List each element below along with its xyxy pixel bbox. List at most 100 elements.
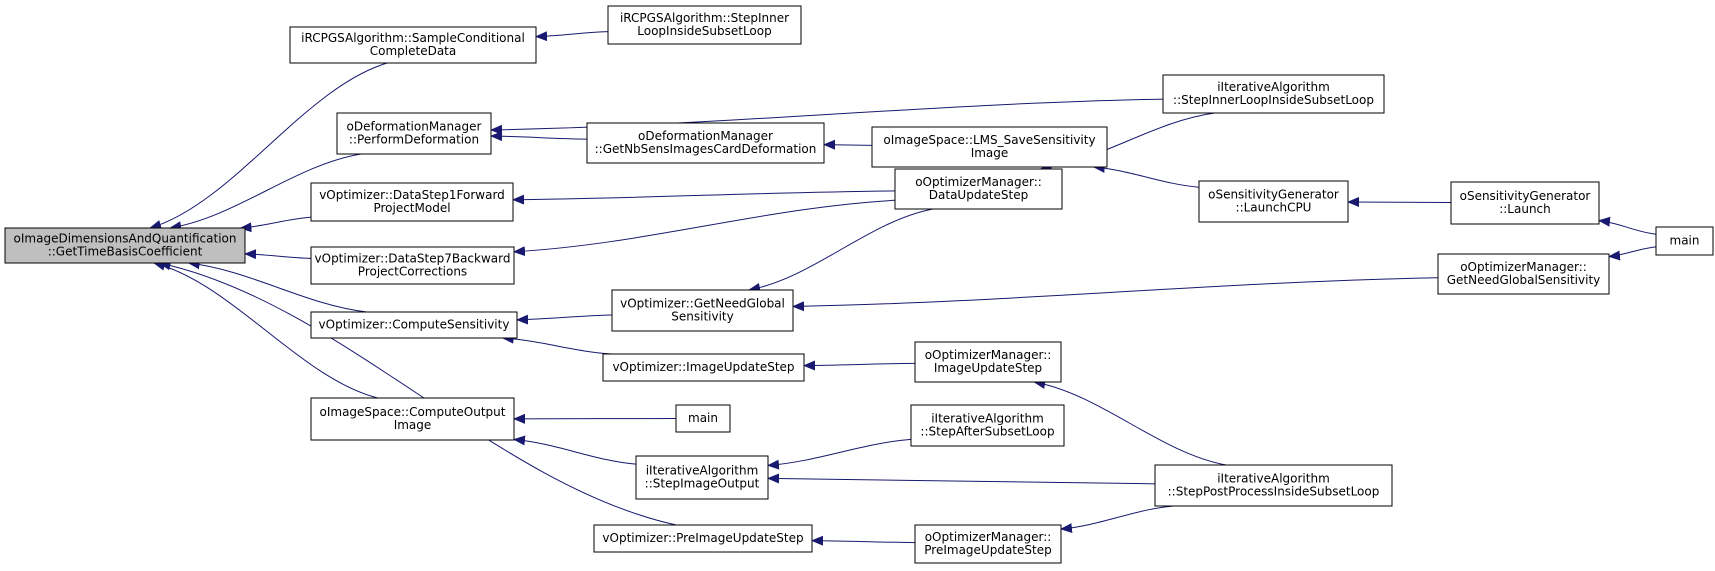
node-rcpgs_sample[interactable]: iRCPGSAlgorithm::SampleConditionalComple…	[289, 26, 537, 64]
node-box	[310, 397, 515, 441]
node-box	[611, 289, 794, 332]
edge-rcpgs_stepinner-to-rcpgs_sample	[535, 31, 609, 42]
node-label: ProjectCorrections	[358, 265, 467, 279]
node-vo_getneed[interactable]: vOptimizer::GetNeedGlobalSensitivity	[611, 289, 794, 332]
edge-ia_steppost-to-ia_stepimgout	[767, 473, 1156, 485]
edge-vo_ds1-to-root	[239, 216, 312, 233]
edge-vo_ds7-to-root	[244, 249, 312, 260]
node-box	[635, 455, 769, 500]
node-label: DataUpdateStep	[929, 188, 1028, 202]
node-label: oDeformationManager	[638, 129, 773, 143]
node-box	[602, 353, 805, 382]
node-label: ProjectModel	[373, 201, 450, 215]
node-label: GetNeedGlobalSensitivity	[1447, 273, 1601, 287]
edge-ois_lms-to-odm_getnb	[823, 139, 873, 150]
node-label: oImageDimensionsAndQuantification	[14, 232, 237, 246]
node-box	[1437, 253, 1610, 295]
node-box	[894, 168, 1063, 210]
edge-osg_launch-to-osg_launchcpu	[1347, 196, 1452, 207]
node-box	[1198, 180, 1349, 223]
node-odm_perform[interactable]: oDeformationManager::PerformDeformation	[336, 112, 492, 155]
node-label: ::PerformDeformation	[349, 133, 479, 147]
node-osg_launch[interactable]: oSensitivityGenerator::Launch	[1450, 181, 1600, 225]
node-label: oOptimizerManager::	[925, 348, 1052, 362]
node-ia_stepinner[interactable]: iIterativeAlgorithm::StepInnerLoopInside…	[1162, 74, 1385, 114]
node-box	[1450, 181, 1600, 225]
edge-ia_stepafter-to-ia_stepimgout	[767, 438, 912, 470]
node-box	[675, 404, 731, 433]
node-label: oImageSpace::ComputeOutput	[320, 405, 506, 419]
node-label: ImageUpdateStep	[934, 361, 1042, 375]
node-odm_getnb[interactable]: oDeformationManager::GetNbSensImagesCard…	[586, 122, 825, 164]
node-label: oDeformationManager	[347, 120, 482, 134]
edge-main1-to-osg_launch	[1598, 216, 1657, 235]
node-oom_dataupdate[interactable]: oOptimizerManager::DataUpdateStep	[894, 168, 1063, 210]
node-box	[871, 126, 1108, 168]
node-box	[1655, 226, 1714, 256]
node-box	[586, 122, 825, 164]
node-box	[336, 112, 492, 155]
node-label: oOptimizerManager::	[1460, 260, 1587, 274]
node-label: ::GetTimeBasisCoefficient	[48, 245, 203, 259]
node-label: main	[1670, 234, 1700, 248]
node-oom_getneed[interactable]: oOptimizerManager::GetNeedGlobalSensitiv…	[1437, 253, 1610, 295]
node-box	[1154, 464, 1393, 507]
node-box	[607, 5, 802, 45]
node-label: vOptimizer::DataStep7Backward	[315, 252, 511, 266]
node-label: LoopInsideSubsetLoop	[637, 24, 771, 38]
node-label: ::StepAfterSubsetLoop	[920, 425, 1054, 439]
node-label: ::GetNbSensImagesCardDeformation	[595, 142, 817, 156]
node-root[interactable]: oImageDimensionsAndQuantification::GetTi…	[4, 227, 246, 264]
node-label: oSensitivityGenerator	[1460, 189, 1591, 203]
edge-rcpgs_sample-to-root	[149, 62, 388, 230]
node-box	[310, 182, 514, 222]
edge-oom_preimg-to-vo_preimg	[811, 535, 916, 546]
node-label: vOptimizer::ComputeSensitivity	[319, 318, 510, 332]
node-box	[289, 26, 537, 64]
node-vo_imgupdate[interactable]: vOptimizer::ImageUpdateStep	[602, 353, 805, 382]
node-ia_stepafter[interactable]: iIterativeAlgorithm::StepAfterSubsetLoop	[910, 404, 1065, 447]
edge-ia_steppost-to-oom_preimg	[1060, 505, 1174, 534]
edge-vo_preimg-to-root	[158, 260, 677, 526]
node-label: vOptimizer::DataStep1Forward	[319, 188, 505, 202]
node-vo_compsens[interactable]: vOptimizer::ComputeSensitivity	[310, 311, 518, 339]
edge-oom_dataupdate-to-vo_getneed	[748, 208, 934, 293]
node-label: oSensitivityGenerator	[1208, 188, 1339, 202]
node-rcpgs_stepinner[interactable]: iRCPGSAlgorithm::StepInnerLoopInsideSubs…	[607, 5, 802, 45]
node-label: ::Launch	[1499, 202, 1551, 216]
node-label: iIterativeAlgorithm	[1217, 80, 1330, 94]
node-ia_stepimgout[interactable]: iIterativeAlgorithm::StepImageOutput	[635, 455, 769, 500]
edge-main1-to-oom_getneed	[1608, 246, 1657, 261]
node-label: iIterativeAlgorithm	[1217, 472, 1330, 486]
node-label: ::StepImageOutput	[645, 477, 760, 491]
node-label: oOptimizerManager::	[925, 530, 1052, 544]
node-label: oOptimizerManager::	[915, 175, 1042, 189]
node-vo_preimg[interactable]: vOptimizer::PreImageUpdateStep	[593, 524, 813, 553]
node-label: iIterativeAlgorithm	[931, 412, 1044, 426]
node-oom_imgupdate[interactable]: oOptimizerManager::ImageUpdateStep	[914, 341, 1062, 383]
edge-oom_dataupdate-to-vo_ds7	[513, 199, 896, 257]
node-label: Sensitivity	[671, 310, 733, 324]
node-vo_ds7[interactable]: vOptimizer::DataStep7BackwardProjectCorr…	[310, 246, 515, 285]
edge-oom_getneed-to-vo_getneed	[792, 277, 1439, 312]
node-oom_preimg[interactable]: oOptimizerManager::PreImageUpdateStep	[914, 524, 1062, 564]
node-ia_steppost[interactable]: iIterativeAlgorithm::StepPostProcessInsi…	[1154, 464, 1393, 507]
node-label: ::StepPostProcessInsideSubsetLoop	[1168, 485, 1380, 499]
node-label: iRCPGSAlgorithm::StepInner	[620, 11, 789, 25]
node-label: vOptimizer::PreImageUpdateStep	[602, 531, 803, 545]
node-label: PreImageUpdateStep	[924, 543, 1051, 557]
node-osg_launchcpu[interactable]: oSensitivityGenerator::LaunchCPU	[1198, 180, 1349, 223]
edge-oom_dataupdate-to-vo_ds1	[512, 190, 896, 205]
node-main1[interactable]: main	[1655, 226, 1714, 256]
node-box	[4, 227, 246, 264]
edges-layer	[149, 31, 1657, 546]
node-label: oImageSpace::LMS_SaveSensitivity	[883, 133, 1095, 147]
node-box	[914, 341, 1062, 383]
node-main2[interactable]: main	[675, 404, 731, 433]
node-label: iRCPGSAlgorithm::SampleConditional	[301, 31, 525, 45]
node-label: Image	[394, 418, 432, 432]
nodes-layer: oImageDimensionsAndQuantification::GetTi…	[4, 5, 1714, 564]
